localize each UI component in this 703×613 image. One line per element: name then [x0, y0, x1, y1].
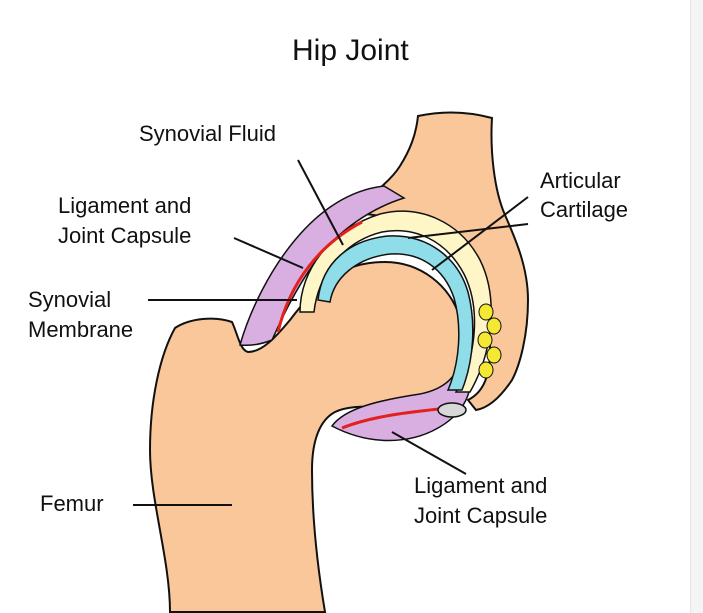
ligamentum-nodule: [437, 402, 467, 418]
right-scroll-edge: [690, 0, 703, 613]
diagram-title: Hip Joint: [292, 34, 409, 67]
capsule-upper: [239, 185, 406, 346]
leader-articular-cartilage-1: [407, 223, 529, 239]
label-articular-cartilage-line2: Cartilage: [540, 197, 629, 222]
leader-articular-cartilage-2: [431, 196, 529, 271]
synovial-membrane-line-lower: [341, 406, 449, 430]
label-synovial-fluid: Synovial Fluid: [139, 121, 276, 146]
leader-synovial-fluid: [297, 159, 344, 246]
label-ligament-top-line2: Joint Capsule: [58, 223, 192, 248]
synovial-membrane-line: [276, 220, 363, 333]
synovial-fluid-region: [299, 210, 492, 393]
fat-pad: [477, 303, 502, 379]
leader-ligament-top: [233, 237, 304, 269]
label-femur: Femur: [40, 491, 104, 516]
label-ligament-bottom-line2: Joint Capsule: [414, 503, 548, 528]
cartilage-region: [317, 235, 474, 391]
leader-ligament-bottom: [391, 431, 467, 475]
label-ligament-bottom-line1: Ligament and: [414, 473, 548, 498]
label-articular-cartilage-line1: Articular: [540, 168, 621, 193]
label-synovial-membrane-line2: Membrane: [28, 317, 134, 342]
label-synovial-membrane-line1: Synovial: [28, 287, 112, 312]
label-ligament-top-line1: Ligament and: [58, 193, 192, 218]
